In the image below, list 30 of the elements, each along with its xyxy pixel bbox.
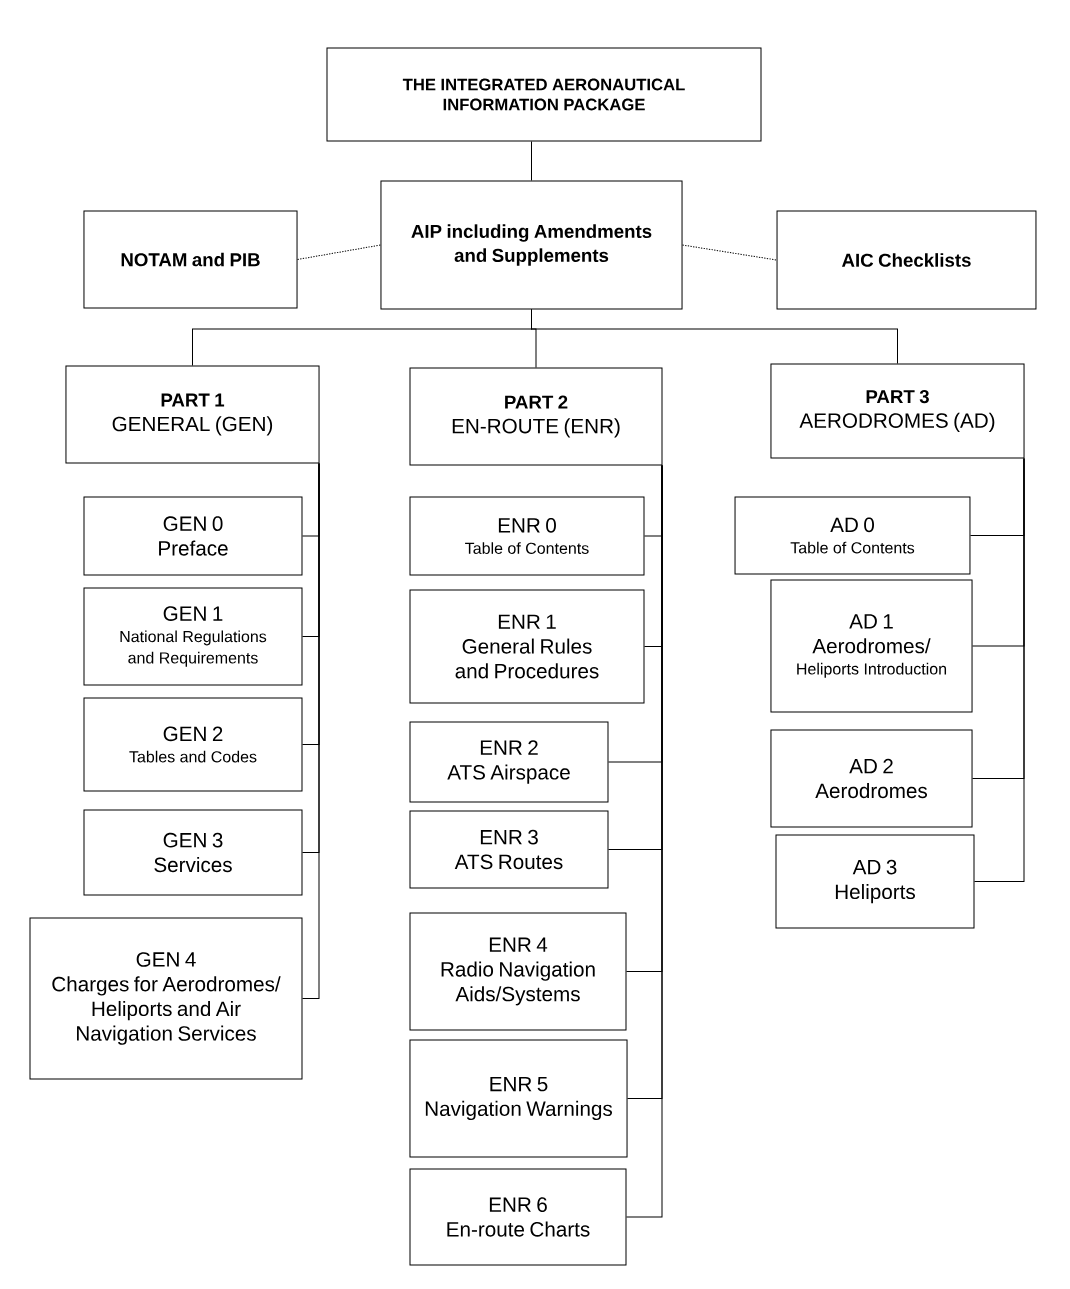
section-box: ENR 5 Navigation Warnings — [409, 1039, 628, 1158]
part-box: PART 1 GENERAL (GEN) — [65, 365, 320, 464]
section-box: ENR 3 ATS Routes — [409, 810, 609, 889]
section-box: GEN 0 Preface — [83, 496, 303, 576]
document-box: AIP including Amendments and Supplements — [380, 180, 683, 310]
connector-line — [302, 463, 320, 999]
document-box: AIC Checklists — [776, 210, 1037, 310]
connector-line — [531, 309, 898, 364]
part-box: PART 3 AERODROMES (AD) — [770, 363, 1025, 459]
connector-line — [297, 244, 381, 260]
section-box: ENR 4 Radio Navigation Aids/Systems — [409, 912, 627, 1031]
part-box: PART 2 EN-ROUTE (ENR) — [409, 367, 663, 466]
section-box: ENR 2 ATS Airspace — [409, 721, 609, 803]
document-box: NOTAM and PIB — [83, 210, 298, 309]
section-box: AD 1 Aerodromes/ Heliports Introduction — [770, 579, 973, 713]
connector-line — [626, 465, 663, 1218]
section-box: AD 0 Table of Contents — [734, 496, 971, 575]
connector-line — [682, 244, 778, 261]
section-box: ENR 6 En-route Charts — [409, 1168, 627, 1266]
section-box: GEN 1 National Regulations and Requirements — [83, 587, 303, 686]
connector-line — [974, 458, 1025, 882]
section-box: ENR 1 General Rules and Procedures — [409, 589, 645, 704]
section-box: AD 2 Aerodromes — [770, 729, 973, 828]
connector-line — [531, 141, 532, 181]
section-box: GEN 4 Charges for Aerodromes/ Heliports and Air Navigation Services — [29, 917, 303, 1080]
section-box: GEN 3 Services — [83, 809, 303, 896]
title-box: THE INTEGRATED AERONAUTICAL INFORMATION PACKAGE — [326, 47, 762, 142]
section-box: ENR 0 Table of Contents — [409, 496, 645, 576]
section-box: GEN 2 Tables and Codes — [83, 697, 303, 792]
section-box: AD 3 Heliports — [775, 834, 975, 929]
